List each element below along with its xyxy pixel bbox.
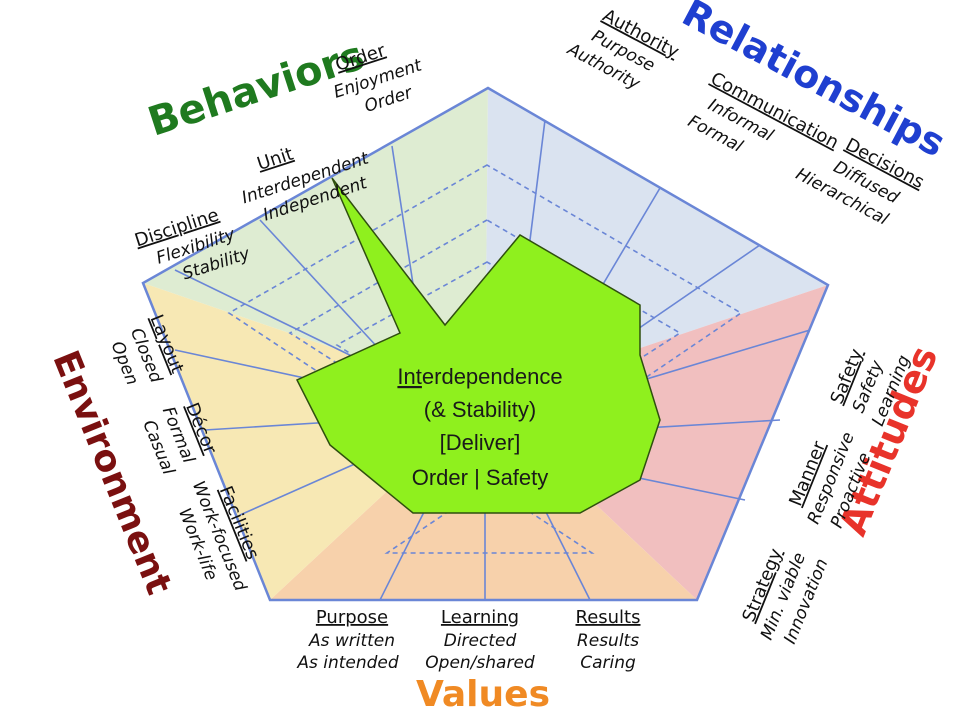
spoke-behaviors-3 [174,269,361,361]
pentagon-outline [141,86,830,602]
center-text-line-3: [Deliver] [440,430,521,455]
values-learning-hi: Directed [444,631,517,651]
values-purpose-title: Purpose [316,607,388,628]
center-text-line-4: Order | Safety [412,465,549,490]
culture-profile-shape [295,177,661,514]
values-results-hi: Results [577,631,639,651]
center-text-line-1: Interdependence [397,364,562,389]
values-purpose-hi: As written [308,631,395,651]
values-results-title: Results [576,607,641,628]
grid-ring-1 [227,164,743,554]
spoke-behaviors-2 [259,219,381,351]
center-text-line-2: (& Stability) [424,397,536,422]
grid-ring-2 [288,219,682,504]
values-purpose-lo: As intended [296,653,399,673]
values-heading: Values [416,674,550,715]
attitudes-sector [485,285,828,600]
values-learning-title: Learning [441,607,519,628]
behaviors-unit-title: Unit [255,144,296,175]
values-learning-lo: Open/shared [425,653,535,673]
spoke-environment-3 [239,454,376,516]
values-results-lo: Caring [580,653,636,673]
